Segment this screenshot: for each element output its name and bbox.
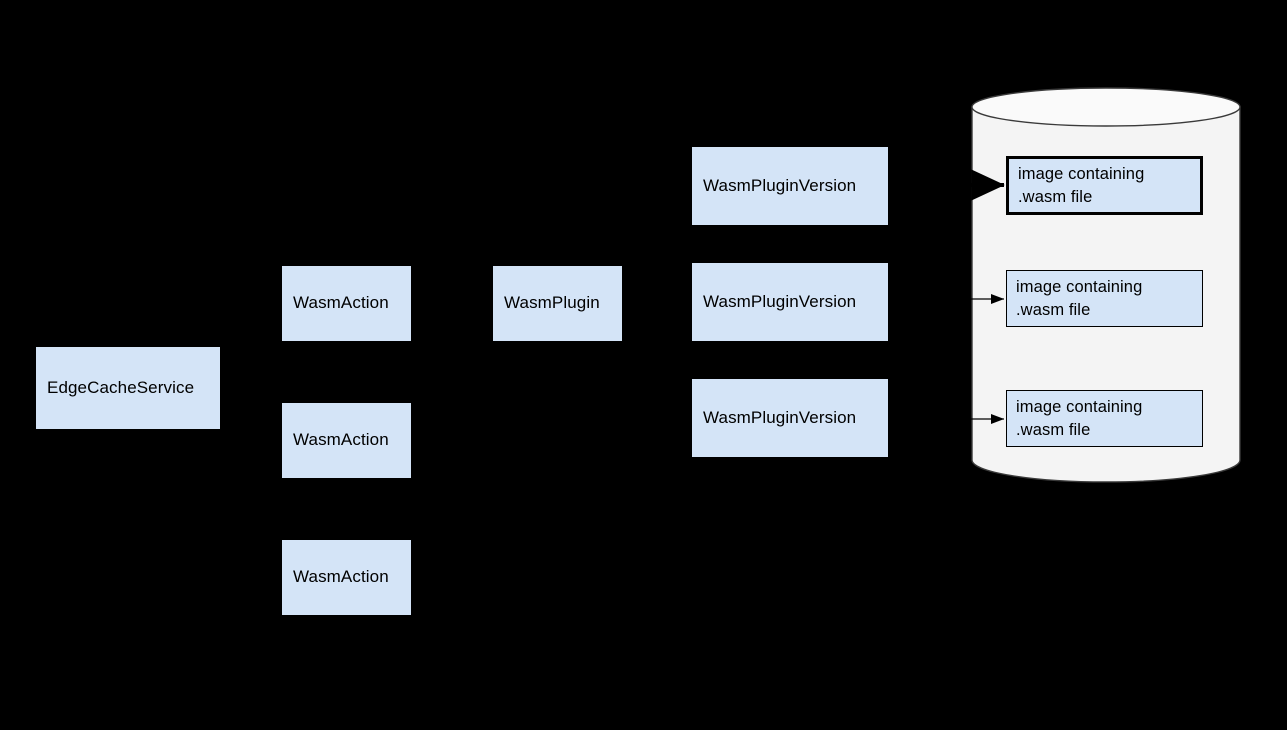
node-wasm-action-3[interactable]: WasmAction: [282, 540, 411, 615]
node-image-wasm-2[interactable]: image containing .wasm file: [1006, 270, 1203, 327]
node-wasm-plugin-version-1[interactable]: WasmPluginVersion: [692, 147, 888, 225]
node-image-wasm-1[interactable]: image containing .wasm file: [1006, 156, 1203, 215]
node-edge-cache-service[interactable]: EdgeCacheService: [36, 347, 220, 429]
node-wasm-plugin[interactable]: WasmPlugin: [493, 266, 622, 341]
node-wasm-action-2[interactable]: WasmAction: [282, 403, 411, 478]
node-wasm-plugin-version-3[interactable]: WasmPluginVersion: [692, 379, 888, 457]
node-image-wasm-3[interactable]: image containing .wasm file: [1006, 390, 1203, 447]
node-wasm-plugin-version-2[interactable]: WasmPluginVersion: [692, 263, 888, 341]
node-wasm-action-1[interactable]: WasmAction: [282, 266, 411, 341]
